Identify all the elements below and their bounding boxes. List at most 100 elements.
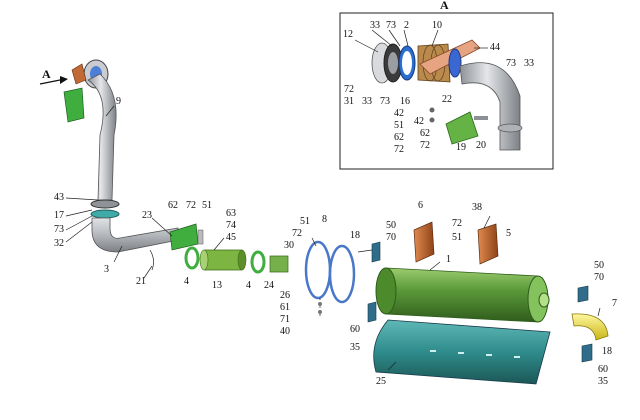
view-a-arrow: [39, 79, 61, 85]
band-clamp-8-b: [328, 244, 356, 304]
bracket-23: [169, 223, 199, 251]
callout-label: 21: [136, 276, 146, 287]
flex-pipe-13: [203, 249, 243, 271]
callout-label: 72: [452, 218, 462, 229]
callout-label: 63: [226, 208, 236, 219]
callout-label: 2: [404, 20, 409, 31]
detail-view-title: A: [440, 0, 449, 12]
muffler-front-cap: [375, 267, 397, 315]
clamp-4-left: [184, 246, 200, 270]
callout-label: 19: [456, 142, 466, 153]
callout-label: 7: [612, 298, 617, 309]
detail-view-frame: [339, 12, 554, 170]
callout-label: 22: [442, 94, 452, 105]
pipe-flange-detail: [497, 123, 523, 133]
callout-label: 33: [524, 58, 534, 69]
callout-label: 1: [446, 254, 451, 265]
ring-2-bore: [402, 51, 412, 75]
flange-33-bore: [388, 52, 398, 74]
clip-60-lower: [367, 301, 377, 323]
bolt-42: [429, 107, 435, 113]
shield-slot: [458, 352, 464, 354]
callout-label: 62: [168, 200, 178, 211]
muffler-outlet: [538, 292, 550, 308]
callout-label: 5: [506, 228, 511, 239]
callout-label: 4: [184, 276, 189, 287]
callout-label: 62: [394, 132, 404, 143]
flex-pipe-end: [237, 249, 247, 271]
nut-51: [429, 117, 435, 123]
shield-slot: [514, 356, 520, 358]
callout-label: 72: [292, 228, 302, 239]
down-pipe-9: [87, 73, 117, 201]
callout-label: 50: [386, 220, 396, 231]
bracket-6: [413, 221, 435, 263]
detail-view-a: A: [339, 0, 554, 170]
callout-label: 4: [246, 280, 251, 291]
hanger-21: [149, 249, 154, 271]
callout-label: 17: [54, 210, 64, 221]
callout-label: 43: [54, 192, 64, 203]
callout-label: 33: [370, 20, 380, 31]
callout-label: 61: [280, 302, 290, 313]
inlet-bracket: [71, 63, 87, 85]
callout-label: 8: [322, 214, 327, 225]
callout-labels: 12 33 73 2 10 44 73 33 72 31 33 73 16 22…: [54, 20, 617, 387]
callout-label: 26: [280, 290, 290, 301]
view-a-marker: A: [42, 67, 51, 81]
pipe-3: [91, 217, 179, 253]
connector-24: [269, 255, 289, 273]
callout-label: 42: [394, 108, 404, 119]
callout-label: 42: [414, 116, 424, 127]
callout-label: 40: [280, 326, 290, 337]
callout-label: 23: [142, 210, 152, 221]
callout-label: 16: [400, 96, 410, 107]
callout-label: 51: [394, 120, 404, 131]
bolt-45: [197, 229, 204, 245]
callout-label: 25: [376, 376, 386, 387]
callout-label: 72: [394, 144, 404, 155]
callout-label: 50: [594, 260, 604, 271]
callout-label: 3: [104, 264, 109, 275]
callout-label: 73: [380, 96, 390, 107]
mounting-plate-19: [445, 111, 479, 145]
gasket-73: [90, 209, 120, 219]
callout-label: 31: [344, 96, 354, 107]
callout-label: 6: [418, 200, 423, 211]
flange-17: [90, 199, 120, 209]
callout-label: 33: [362, 96, 372, 107]
shield-slot: [486, 354, 492, 356]
bracket-5: [477, 223, 499, 265]
callout-label: 71: [280, 314, 290, 325]
clip-18-upper: [371, 241, 381, 263]
callout-label: 44: [490, 42, 500, 53]
callout-label: 13: [212, 280, 222, 291]
callout-label: 38: [472, 202, 482, 213]
callout-label: 70: [594, 272, 604, 283]
callout-label: 72: [420, 140, 430, 151]
callout-label: 35: [350, 342, 360, 353]
callout-label: 32: [54, 238, 64, 249]
callout-label: 35: [598, 376, 608, 387]
callout-label: 70: [386, 232, 396, 243]
callout-label: 30: [284, 240, 294, 251]
callout-label: 51: [300, 216, 310, 227]
bolt-20: [474, 116, 488, 120]
callout-label: 72: [344, 84, 354, 95]
muffler-1: [375, 267, 550, 323]
callout-label: 62: [420, 128, 430, 139]
clamp-ring-16: [448, 48, 462, 78]
callout-label: 9: [116, 96, 121, 107]
callout-label: 51: [202, 200, 212, 211]
callout-label: 60: [598, 364, 608, 375]
washer-71: [318, 310, 322, 314]
clip-tailpipe-upper: [577, 285, 589, 303]
band-clamp-8-a: [304, 240, 332, 300]
tailpipe-7: [571, 313, 609, 341]
flex-pipe-end: [199, 249, 209, 271]
callout-label: 72: [186, 200, 196, 211]
heat-shield-slots: [430, 350, 520, 358]
callout-label: 12: [343, 29, 353, 40]
callout-label: 45: [226, 232, 236, 243]
